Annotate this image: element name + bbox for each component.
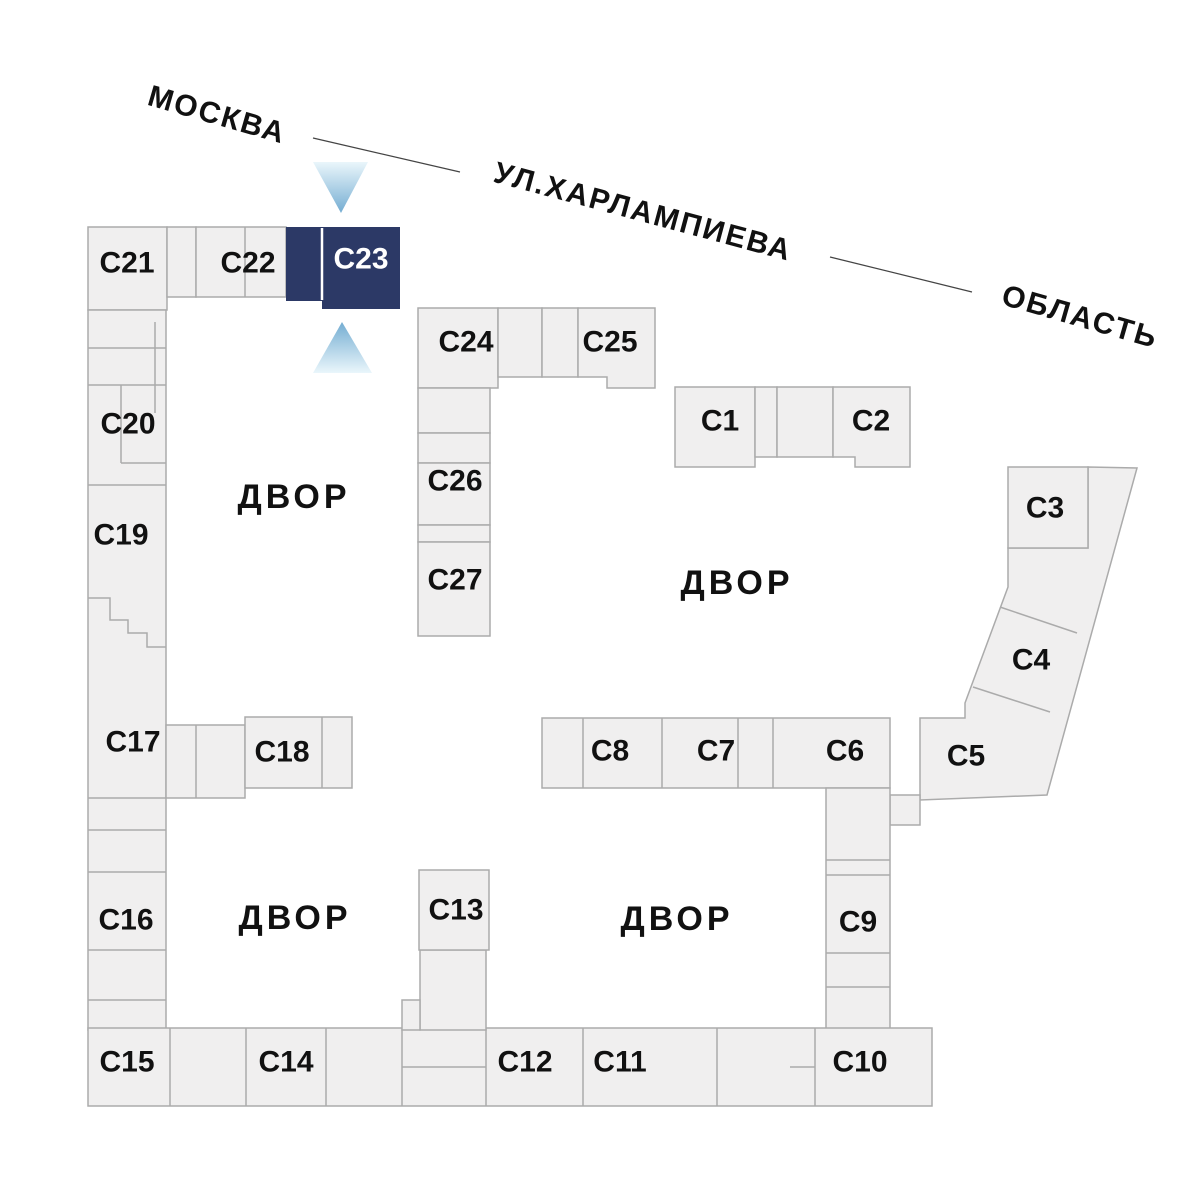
building-c9-label: С9 (839, 906, 877, 939)
building-c25-shape[interactable] (577, 307, 656, 389)
division-lines (169, 1028, 816, 1106)
building-c18-shape[interactable] (244, 716, 353, 789)
building-c21-shape[interactable] (87, 226, 168, 311)
building-c23-shape-left[interactable] (286, 227, 322, 301)
building-c5-label: С5 (947, 740, 985, 773)
building-c24-label: С24 (438, 326, 493, 359)
mid-row-block[interactable]: С8 С7 С6 (541, 717, 891, 789)
building-c18[interactable]: С18 (244, 716, 353, 789)
building-c25-label: С25 (582, 326, 637, 359)
west-wing-block[interactable]: С20 С19 С17 С16 (87, 309, 246, 1031)
building-c15-label: С15 (99, 1046, 154, 1079)
column-section[interactable] (417, 432, 491, 464)
building-c14-label: С14 (258, 1046, 313, 1079)
south-row-block[interactable]: С15 С14 С12 С11 С10 (87, 1027, 933, 1107)
building-c13[interactable]: С13 (401, 869, 490, 1031)
division-lines (88, 322, 197, 1001)
row-section[interactable] (754, 386, 778, 458)
selected-building-arrow-bottom (313, 322, 372, 373)
street-connector-line-2 (829, 256, 973, 293)
building-c22-label: С22 (220, 247, 275, 280)
direction-moskva-label: МОСКВА (144, 80, 290, 151)
building-c13-step[interactable] (401, 999, 421, 1031)
building-c1-label: С1 (701, 405, 739, 438)
building-c16-label: С16 (98, 904, 153, 937)
north-row-section[interactable] (166, 226, 197, 298)
row-section[interactable] (541, 307, 579, 378)
division-lines (972, 606, 1078, 713)
building-c3-shape[interactable] (1007, 466, 1089, 549)
building-c27-label: С27 (427, 564, 482, 597)
column-section[interactable] (417, 387, 491, 434)
street-name-label: УЛ.ХАРЛАМПИЕВА (490, 156, 795, 267)
c1-c2-row-block[interactable]: С1 С2 (674, 386, 911, 468)
building-c13-shape[interactable] (418, 869, 490, 951)
building-c7-label: С7 (697, 735, 735, 768)
southeast-diagonal-block[interactable]: С3 С4 С5 (889, 466, 1138, 826)
selected-building-arrow-top (313, 162, 368, 213)
c9-column-block[interactable]: С9 (825, 787, 891, 1031)
building-c2-shape[interactable] (832, 386, 911, 468)
courtyard-label-northeast: ДВОР (680, 564, 793, 602)
building-c17-label: С17 (105, 726, 160, 759)
north-row-block[interactable]: С21 С22 (87, 226, 287, 311)
building-c23-label: С23 (333, 243, 388, 276)
direction-oblast-label: ОБЛАСТЬ (998, 279, 1162, 355)
building-c12-label: С12 (497, 1046, 552, 1079)
row-section[interactable] (776, 386, 834, 458)
building-c22-shape[interactable] (195, 226, 287, 298)
division-lines (582, 718, 774, 788)
building-c3-label: С3 (1026, 492, 1064, 525)
division-lines (826, 859, 890, 988)
building-c10-label: С10 (832, 1046, 887, 1079)
mid-row-shape[interactable] (541, 717, 891, 789)
row-section[interactable] (497, 307, 543, 378)
building-c27-shape[interactable] (417, 541, 491, 637)
c24-c25-row-block[interactable]: С24 С25 (417, 307, 656, 389)
building-c9-shape[interactable] (825, 787, 891, 1031)
building-c2-label: С2 (852, 405, 890, 438)
building-c23-shape-right[interactable] (322, 227, 400, 309)
building-c8-label: С8 (591, 735, 629, 768)
building-c19-label: С19 (93, 519, 148, 552)
building-c20-label: С20 (100, 408, 155, 441)
courtyard-label-northwest: ДВОР (237, 478, 350, 516)
building-c24-shape[interactable] (417, 307, 499, 389)
building-c4-label: С4 (1012, 644, 1051, 677)
building-c26-label: С26 (427, 465, 482, 498)
building-c21-label: С21 (99, 247, 154, 280)
connector-section[interactable] (889, 794, 921, 826)
column-section[interactable] (417, 524, 491, 543)
building-c18-label: С18 (254, 736, 309, 769)
building-c17-extension[interactable] (165, 724, 246, 799)
street-connector-line-1 (312, 137, 461, 173)
c26-c27-column-block[interactable]: С26 С27 (417, 387, 491, 637)
building-c11-label: С11 (593, 1046, 646, 1079)
courtyard-label-southwest: ДВОР (238, 899, 351, 937)
building-c13-label: С13 (428, 894, 483, 927)
building-c1-shape[interactable] (674, 386, 756, 468)
building-c6-label: С6 (826, 735, 864, 768)
building-c13-leg[interactable] (419, 949, 487, 1031)
courtyard-label-southeast: ДВОР (620, 900, 733, 938)
building-c23-selected[interactable]: С23 (286, 227, 400, 309)
